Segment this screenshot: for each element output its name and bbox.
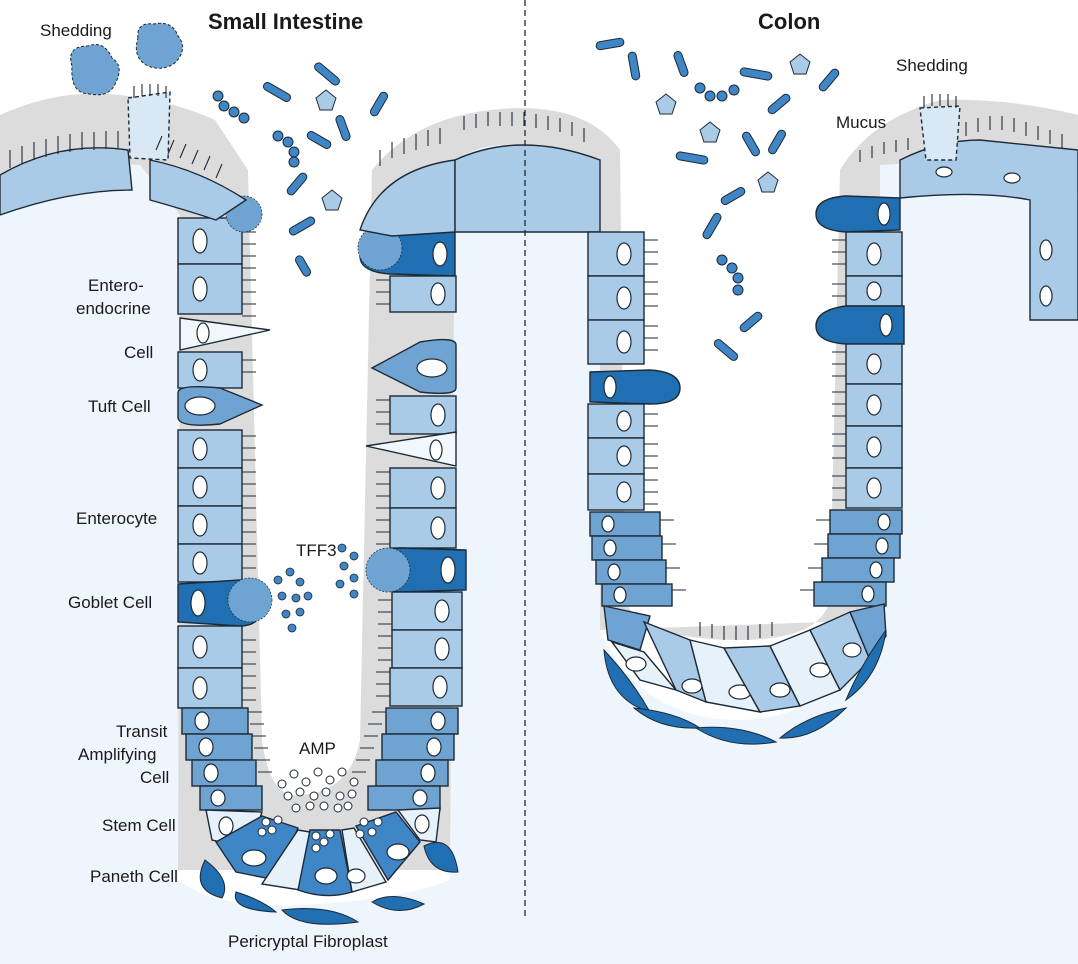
enterocyte-cell xyxy=(390,468,456,508)
enterocyte-cell xyxy=(588,276,644,320)
enterocyte-label: Enterocyte xyxy=(76,509,157,528)
transit-amplifying-cell xyxy=(828,534,900,558)
transit-amplifying-cell xyxy=(814,582,886,606)
shedding-label-left: Shedding xyxy=(40,21,112,40)
enterocyte-cell xyxy=(846,468,902,508)
shedding-label-right: Shedding xyxy=(896,56,968,75)
enterocyte-cell xyxy=(178,668,242,708)
goblet-cell-label: Goblet Cell xyxy=(68,593,152,612)
small-intestine-title: Small Intestine xyxy=(208,9,363,34)
enterocyte-cell xyxy=(846,276,902,306)
enterocyte-cell xyxy=(178,506,242,544)
transit-amplifying-cell xyxy=(382,734,454,760)
enterocyte-cell xyxy=(846,384,902,426)
enterocyte-cell xyxy=(178,544,242,582)
enterocyte-cell xyxy=(588,320,644,364)
transit-amplifying-cell xyxy=(186,734,252,760)
transit-amplifying-cell xyxy=(596,560,666,584)
enterocyte-cell xyxy=(390,396,456,434)
transit-amplifying-cell xyxy=(182,708,248,734)
enteroendocrine-label-line3: Cell xyxy=(124,343,153,362)
enterocyte-cell xyxy=(846,344,902,384)
enterocyte-cell xyxy=(178,352,242,388)
enterocyte-cell xyxy=(390,668,462,706)
enteroendocrine-label-line2: endocrine xyxy=(76,299,151,318)
enterocyte-cell xyxy=(846,426,902,468)
enterocyte-cell xyxy=(178,468,242,506)
enterocyte-cell xyxy=(178,264,242,314)
pericryptal-fibroblast-label: Pericryptal Fibroplast xyxy=(228,932,388,951)
enterocyte-cell xyxy=(588,438,644,474)
stem-cell-label: Stem Cell xyxy=(102,816,176,835)
goblet-cell xyxy=(816,196,900,232)
paneth-cell-label: Paneth Cell xyxy=(90,867,178,886)
transit-amplifying-cell xyxy=(386,708,458,734)
enterocyte-cell xyxy=(178,626,242,668)
transit-amplifying-cell xyxy=(376,760,448,786)
enterocyte-cell xyxy=(588,232,644,276)
transit-amplifying-cell xyxy=(200,786,262,810)
tuft-cell-label: Tuft Cell xyxy=(88,397,151,416)
transit-amplifying-cell xyxy=(368,786,440,810)
enterocyte-cell xyxy=(588,404,644,438)
transit-amplifying-label-line3: Cell xyxy=(140,768,169,787)
lamina-propria xyxy=(0,140,1078,964)
enterocyte-cell xyxy=(390,508,456,548)
enterocyte-cell xyxy=(846,232,902,276)
transit-amplifying-label-line1: Transit xyxy=(116,722,168,741)
transit-amplifying-cell xyxy=(602,584,672,606)
enterocyte-cell xyxy=(392,630,462,668)
transit-amplifying-cell xyxy=(822,558,894,582)
colon-left-column xyxy=(588,232,680,606)
transit-amplifying-cell xyxy=(192,760,256,786)
enterocyte-cell xyxy=(390,276,456,312)
colon-title: Colon xyxy=(758,9,820,34)
transit-amplifying-cell xyxy=(590,512,660,536)
transit-amplifying-cell xyxy=(592,536,662,560)
microvilli-colon xyxy=(644,240,846,640)
transit-amplifying-cell xyxy=(830,510,902,534)
enterocyte-cell xyxy=(588,474,644,510)
tff3-label: TFF3 xyxy=(296,541,337,560)
transit-amplifying-label-line2: Amplifying xyxy=(78,745,156,764)
mucus-label: Mucus xyxy=(836,113,886,132)
amp-label: AMP xyxy=(299,739,336,758)
enterocyte-cell xyxy=(392,592,462,630)
goblet-cell xyxy=(590,370,680,404)
enteroendocrine-label-line1: Entero- xyxy=(88,276,144,295)
enterocyte-cell xyxy=(178,430,242,468)
goblet-cell xyxy=(816,306,904,344)
